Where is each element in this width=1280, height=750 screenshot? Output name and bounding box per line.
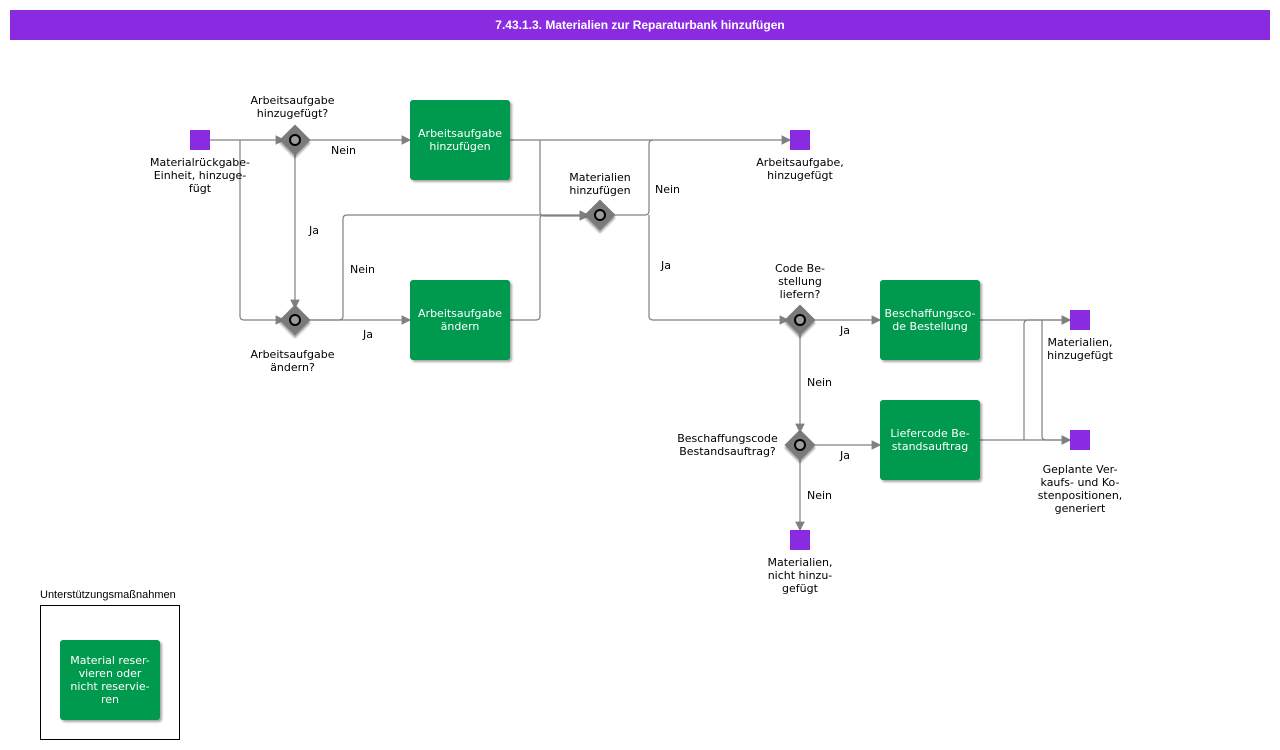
edge-label-no: Nein bbox=[807, 489, 833, 502]
gateway-task-added-label: Arbeitsaufgabe hinzugefügt? bbox=[250, 94, 335, 120]
end-event-materials-added-label: Materialien, hinzugefügt bbox=[1047, 336, 1113, 362]
edge-start-gw2 bbox=[239, 140, 286, 325]
edge-label-no: Nein bbox=[331, 144, 357, 157]
gateway-code-order-label: Code Be- stellung liefern? bbox=[775, 262, 825, 301]
task-reserve-material[interactable]: Material reser- vieren oder nicht reserv… bbox=[60, 640, 160, 720]
start-event-label: Materialrückgabe- Einheit, hinzuge- fügt bbox=[149, 156, 251, 195]
edge-task2-gw3 bbox=[510, 214, 545, 321]
edge-label-no: Nein bbox=[350, 263, 376, 276]
end-event-materials-added bbox=[1070, 310, 1090, 330]
task-procurement-code-order[interactable]: Beschaffungsco- de Bestellung bbox=[880, 280, 980, 360]
edge-task4-ev-mat bbox=[1023, 315, 1072, 440]
end-event-materials-not-added bbox=[790, 530, 810, 550]
end-event-task-added bbox=[790, 130, 810, 150]
end-event-task-added-label: Arbeitsaufgabe, hinzugefügt bbox=[756, 156, 844, 182]
edge-label-yes: Ja bbox=[840, 449, 850, 462]
gateway-stock-order-label: Beschaffungscode Bestandsauftrag? bbox=[677, 432, 778, 458]
support-measures-box bbox=[40, 605, 180, 740]
start-event bbox=[190, 130, 210, 150]
edge-label-yes: Ja bbox=[661, 259, 671, 272]
edge-label-yes: Ja bbox=[840, 324, 850, 337]
end-event-materials-not-added-label: Materialien, nicht hinzu- gefügt bbox=[767, 556, 833, 595]
edge-gw3-gw4 bbox=[648, 215, 790, 325]
task-add-work-task[interactable]: Arbeitsaufgabe hinzufügen bbox=[410, 100, 510, 180]
edge-label-yes: Ja bbox=[363, 328, 373, 341]
end-event-planned-positions-label: Geplante Ver- kaufs- und Ko- stenpositio… bbox=[1037, 463, 1123, 515]
diagram-title: 7.43.1.3. Materialien zur Reparaturbank … bbox=[10, 10, 1270, 40]
edge-gw3-event1 bbox=[611, 139, 654, 216]
edge-label-no: Nein bbox=[807, 376, 833, 389]
task-delivery-code-stock-order[interactable]: Liefercode Be- standsauftrag bbox=[880, 400, 980, 480]
edge-label-no: Nein bbox=[655, 183, 681, 196]
edge-label-yes: Ja bbox=[309, 224, 319, 237]
end-event-planned-positions bbox=[1070, 430, 1090, 450]
gateway-task-change-label: Arbeitsaufgabe ändern? bbox=[250, 348, 335, 374]
support-measures-title: Unterstützungsmaßnahmen bbox=[40, 589, 176, 601]
gateway-add-materials-label: Materialien hinzufügen bbox=[569, 171, 631, 197]
task-change-work-task[interactable]: Arbeitsaufgabe ändern bbox=[410, 280, 510, 360]
